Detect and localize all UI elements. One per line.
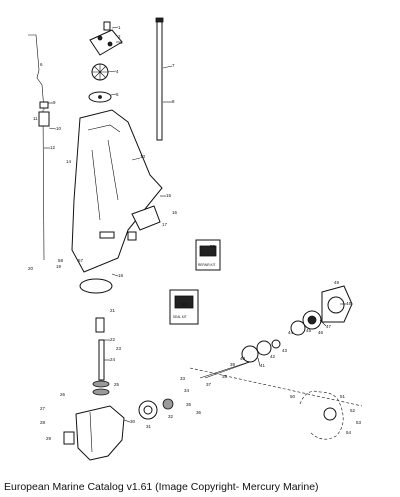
callout-47: 47 [326, 324, 332, 329]
callout-2: 2 [118, 34, 121, 39]
callout-57: 57 [78, 258, 84, 263]
callout-36: 36 [196, 410, 202, 415]
callout-11: 11 [33, 116, 38, 121]
gear-housing [71, 109, 163, 273]
callout-leaders [44, 26, 346, 423]
shift-rod-coupler [38, 101, 50, 127]
bearing-carrier [321, 285, 353, 323]
callout-numbers: 1 2 3 4 5 6 7 8 9 10 11 12 13 14 15 16 1… [28, 25, 362, 441]
callout-51: 51 [340, 394, 346, 399]
callout-20: 20 [28, 266, 34, 271]
callout-37: 37 [206, 382, 212, 387]
callout-26: 26 [60, 392, 66, 397]
callout-44: 44 [288, 330, 294, 335]
callout-18: 18 [118, 273, 124, 278]
water-pump-housing [89, 21, 123, 56]
callout-34: 34 [184, 388, 190, 393]
callout-16: 16 [172, 210, 178, 215]
callout-7: 7 [172, 63, 175, 68]
callout-19: 19 [56, 264, 62, 269]
propeller [189, 367, 363, 440]
callout-3: 3 [120, 40, 123, 45]
callout-48: 48 [346, 301, 352, 306]
reverse-gear [241, 310, 322, 363]
seal-kit-box [169, 289, 199, 325]
seal-kit-label: SEAL KIT [173, 315, 187, 319]
lower-gearcase [63, 405, 125, 461]
callout-17: 17 [162, 222, 168, 227]
callout-52: 52 [350, 408, 356, 413]
callout-5: 5 [116, 92, 119, 97]
callout-45: 45 [306, 328, 312, 333]
callout-15: 15 [166, 193, 172, 198]
callout-32: 32 [168, 414, 174, 419]
image-caption: European Marine Catalog v1.61 (Image Cop… [4, 481, 319, 493]
callout-55: 55 [210, 244, 216, 249]
callout-23: 23 [116, 346, 122, 351]
callout-58: 58 [58, 258, 64, 263]
callout-46: 46 [318, 330, 324, 335]
water-pump-plate [88, 91, 112, 103]
callout-14: 14 [66, 159, 72, 164]
callout-31: 31 [146, 424, 152, 429]
callout-43: 43 [282, 348, 288, 353]
callout-29: 29 [46, 436, 52, 441]
propeller-shaft [199, 359, 256, 379]
callout-6: 6 [40, 62, 43, 67]
gasket-oring [79, 278, 113, 294]
callout-30: 30 [130, 419, 136, 424]
callout-49: 49 [334, 280, 340, 285]
callout-56: 56 [182, 302, 188, 307]
callout-35: 35 [186, 402, 192, 407]
callout-38: 38 [222, 374, 228, 379]
callout-54: 54 [346, 430, 352, 435]
shift-rod [28, 34, 45, 261]
callout-21: 21 [110, 308, 116, 313]
callout-40: 40 [240, 356, 246, 361]
gear-housing-side-plate [131, 205, 161, 231]
callout-12: 12 [50, 145, 56, 150]
callout-53: 53 [356, 420, 362, 425]
repair-kit-label: REPAIR KIT [198, 263, 216, 267]
callout-8: 8 [172, 99, 175, 104]
drive-shaft [155, 17, 164, 141]
callout-33: 33 [180, 376, 186, 381]
callout-39: 39 [230, 362, 236, 367]
callout-42: 42 [270, 354, 276, 359]
callout-13: 13 [140, 154, 146, 159]
water-pump-impeller [91, 63, 109, 81]
callout-27: 27 [40, 406, 46, 411]
callout-28: 28 [40, 420, 46, 425]
callout-22: 22 [110, 337, 116, 342]
callout-41: 41 [260, 363, 266, 368]
callout-24: 24 [110, 357, 116, 362]
bearing-stack [92, 317, 110, 396]
callout-9: 9 [53, 100, 56, 105]
callout-1: 1 [118, 25, 121, 30]
callout-50: 50 [290, 394, 296, 399]
repair-kit-box [195, 239, 221, 271]
callout-10: 10 [56, 126, 62, 131]
callout-25: 25 [114, 382, 120, 387]
callout-4: 4 [116, 69, 119, 74]
forward-gear [138, 398, 174, 420]
